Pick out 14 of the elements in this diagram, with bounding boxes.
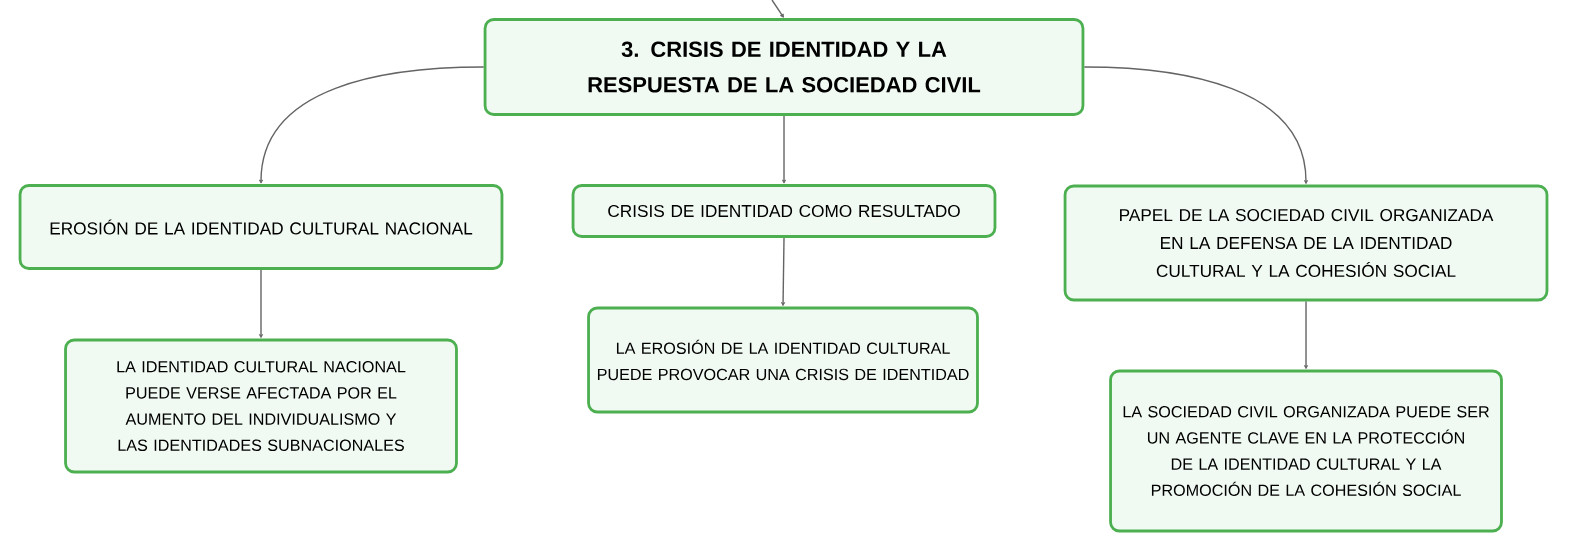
arrow — [781, 237, 786, 307]
arrow — [1304, 300, 1308, 370]
arrow — [771, 0, 784, 18]
topic-box: LA SOCIEDAD CIVIL ORGANIZADA PUEDE SER UN AGENTE CLAVE EN LA PROTECCIÓN DE LA IDENTIDAD CULTURAL Y LA PROMOCIÓN DE LA COHESIÓN SOCIAL — [1109, 369, 1503, 533]
topic-box: LA IDENTIDAD CULTURAL NACIONAL PUEDE VERSE AFECTADA POR EL AUMENTO DEL INDIVIDUALISMO Y LAS IDENTIDADES SUBNACIONALES — [64, 338, 458, 474]
topic-box: EROSIÓN DE LA IDENTIDAD CULTURAL NACIONAL — [18, 184, 504, 270]
topic-box: PAPEL DE LA SOCIEDAD CIVIL ORGANIZADA EN LA DEFENSA DE LA IDENTIDAD CULTURAL Y LA COHESIÓN SOCIAL — [1063, 184, 1549, 302]
topic-box: CRISIS DE IDENTIDAD COMO RESULTADO — [571, 184, 997, 238]
topic-box: LA EROSIÓN DE LA IDENTIDAD CULTURAL PUEDE PROVOCAR UNA CRISIS DE IDENTIDAD — [587, 306, 979, 414]
arrow — [259, 269, 263, 339]
arrow — [1083, 66, 1308, 185]
title-box: 3. CRISIS DE IDENTIDAD Y LA RESPUESTA DE LA SOCIEDAD CIVIL — [483, 18, 1085, 116]
arrow — [782, 115, 786, 184]
arrow — [259, 66, 485, 184]
